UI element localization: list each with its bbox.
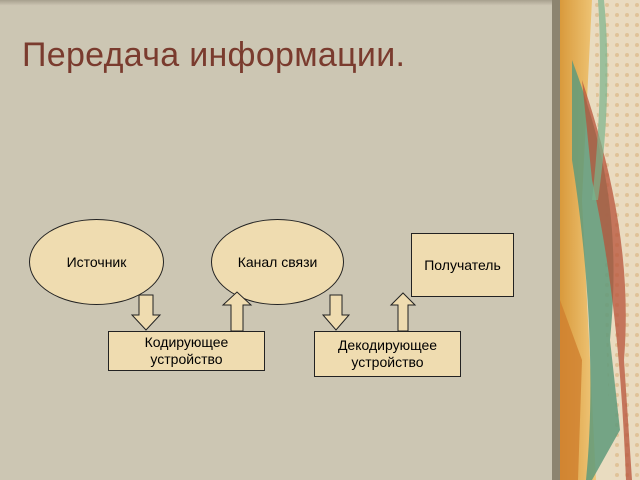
source-label: Источник <box>66 253 127 270</box>
slide: Передача информации. Источник Канал связ… <box>0 0 552 377</box>
channel-node: Канал связи <box>211 219 344 305</box>
slide-title: Передача информации. <box>22 36 406 74</box>
receiver-node: Получатель <box>411 233 514 297</box>
decoder-label-line1: Декодирующее <box>337 337 438 353</box>
source-node: Источник <box>29 219 164 305</box>
decorative-pattern <box>552 0 640 480</box>
decoder-label-line2: устройство <box>351 354 424 370</box>
encoder-label-line1: Кодирующее <box>144 334 229 350</box>
decoder-node: Декодирующее устройство <box>314 331 461 377</box>
arrow-source-to-encoder <box>130 294 162 331</box>
arrow-decoder-to-receiver <box>389 292 417 332</box>
encoder-node: Кодирующее устройство <box>108 331 265 371</box>
arrow-channel-to-decoder <box>321 294 351 331</box>
slide-top-border <box>0 0 552 6</box>
channel-label: Канал связи <box>237 253 318 270</box>
encoder-label-line2: устройство <box>150 351 223 367</box>
decorative-side-panel <box>552 0 640 480</box>
arrows-layer <box>130 291 417 332</box>
arrow-encoder-to-channel <box>221 291 253 332</box>
receiver-label: Получатель <box>424 256 501 273</box>
